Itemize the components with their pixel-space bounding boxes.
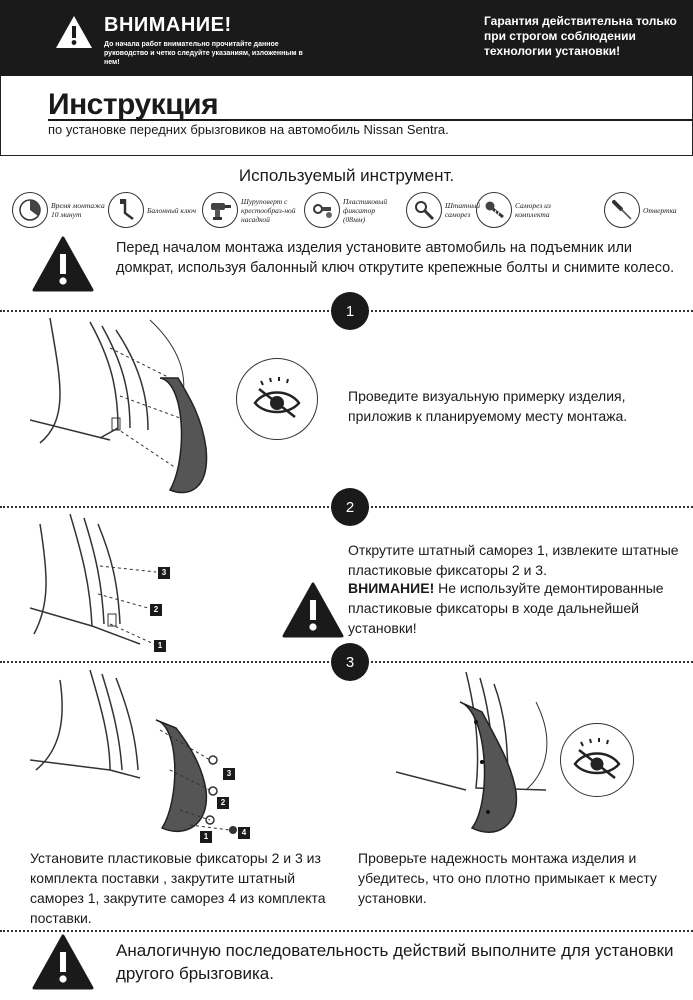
lug-wrench-icon (120, 199, 134, 220)
callout-marker: 4 (238, 827, 250, 839)
tool-screwdriver: Отвертка (604, 190, 693, 230)
step3-text-left: Установите пластиковые фиксаторы 2 и 3 и… (30, 850, 326, 926)
page-title: Инструкция (48, 88, 219, 121)
warning-icon (282, 582, 344, 638)
warning-banner: ВНИМАНИЕ! До начала работ внимательно пр… (0, 0, 693, 76)
step-number: 2 (331, 488, 369, 526)
step1-text: Проведите визуальную примерку изделия, п… (348, 388, 628, 424)
tool-time: Время монтажа 10 минут (12, 190, 107, 230)
stock-screw-icon (415, 201, 435, 221)
kit-screw-icon (485, 201, 504, 219)
tool-stock-screw: Штатный саморез (406, 190, 501, 230)
banner-subtitle: До начала работ внимательно прочитайте д… (104, 41, 303, 66)
drill-icon (211, 203, 231, 220)
tool-lug-wrench: Балонный ключ (108, 190, 203, 230)
tool-kit-screw: Саморез из комплекта (476, 190, 571, 230)
step2-warning: ВНИМАНИЕ! Не используйте демонтированные… (348, 578, 668, 638)
clock-icon (19, 199, 41, 221)
step-number: 3 (331, 643, 369, 681)
stock-fasteners-illustration (30, 514, 157, 645)
callout-marker: 1 (200, 831, 212, 843)
footer-text: Аналогичную последовательность действий … (116, 941, 674, 983)
guarantee-text: Гарантия действительна только при строго… (484, 14, 677, 58)
tool-drill: Шуруповерт с крестообраз-ной насадкой (202, 190, 297, 230)
warning-icon (32, 236, 94, 292)
mudflap-fitting-illustration (30, 318, 208, 494)
callout-marker: 2 (217, 797, 229, 809)
tools-row: Время монтажа 10 минут Балонный ключ Шур… (12, 190, 692, 230)
callout-marker: 3 (158, 567, 170, 579)
divider (0, 930, 693, 932)
tool-plastic-clip: Пластиковый фиксатор (08мм) (304, 190, 399, 230)
callout-marker: 3 (223, 768, 235, 780)
step-number: 1 (331, 292, 369, 330)
warning-icon (32, 934, 94, 990)
step2-main-text: Открутите штатный саморез 1, извлеките ш… (348, 542, 679, 578)
check-badge (560, 723, 634, 797)
callout-marker: 2 (150, 604, 162, 616)
title-rule (48, 119, 693, 121)
step2-warning-label: ВНИМАНИЕ! (348, 580, 435, 596)
callout-marker: 1 (154, 640, 166, 652)
visual-check-badge (236, 358, 318, 440)
step2-text: Открутите штатный саморез 1, извлеките ш… (348, 540, 683, 580)
step3-text-right: Проверьте надежность монтажа изделия и у… (358, 850, 657, 906)
eye-icon (573, 738, 621, 779)
plastic-clip-icon (313, 204, 332, 218)
mudflap-installation-illustration (30, 670, 237, 834)
page-subtitle: по установке передних брызговиков на авт… (48, 122, 449, 137)
screwdriver-icon (612, 200, 632, 220)
step2-warning-text: Не используйте демонтированные пластиков… (348, 580, 664, 636)
warning-icon (56, 16, 92, 48)
intro-text: Перед началом монтажа изделия установите… (116, 240, 675, 276)
installed-mudflap-illustration (396, 672, 548, 833)
tools-heading: Используемый инструмент. (238, 166, 455, 185)
eye-icon (253, 377, 301, 418)
banner-title: ВНИМАНИЕ! (104, 14, 232, 36)
